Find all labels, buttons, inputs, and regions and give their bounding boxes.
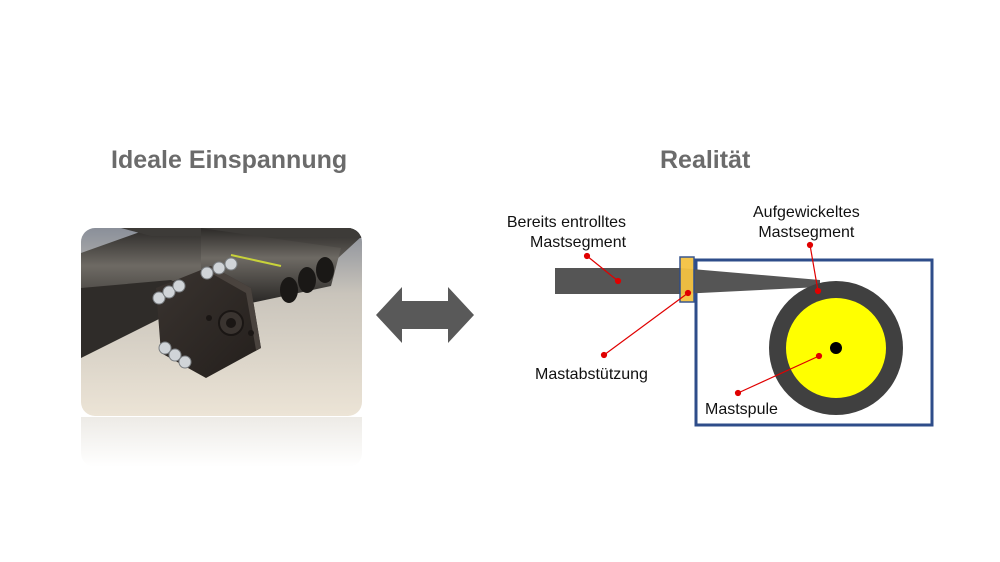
mast-support — [679, 256, 695, 303]
title-reality: Realität — [660, 146, 751, 174]
leader-wound — [809, 244, 819, 292]
label-unrolled-segment: Bereits entrolltes Mastsegment — [502, 213, 626, 253]
title-ideal-clamping: Ideale Einspannung — [111, 146, 348, 174]
leader-support — [603, 292, 689, 356]
mast-clamp-photo — [81, 228, 362, 416]
spool-housing-box — [694, 258, 934, 427]
label-unrolled-line1: Bereits entrolltes — [506, 214, 627, 231]
label-unrolled-line2: Mastsegment — [530, 234, 627, 251]
label-wound-segment: Aufgewickeltes Mastsegment — [753, 203, 860, 243]
double-arrow-horizontal-icon — [376, 287, 474, 343]
photo-reflection — [81, 417, 362, 467]
leader-unrolled — [586, 255, 619, 282]
label-wound-line1: Aufgewickeltes — [753, 204, 860, 221]
leader-spool — [737, 355, 820, 394]
label-mast-support: Mastabstützung — [535, 366, 648, 383]
label-mast-spool: Mastspule — [705, 401, 778, 418]
spool-axle — [830, 342, 842, 354]
label-wound-line2: Mastsegment — [758, 224, 855, 241]
